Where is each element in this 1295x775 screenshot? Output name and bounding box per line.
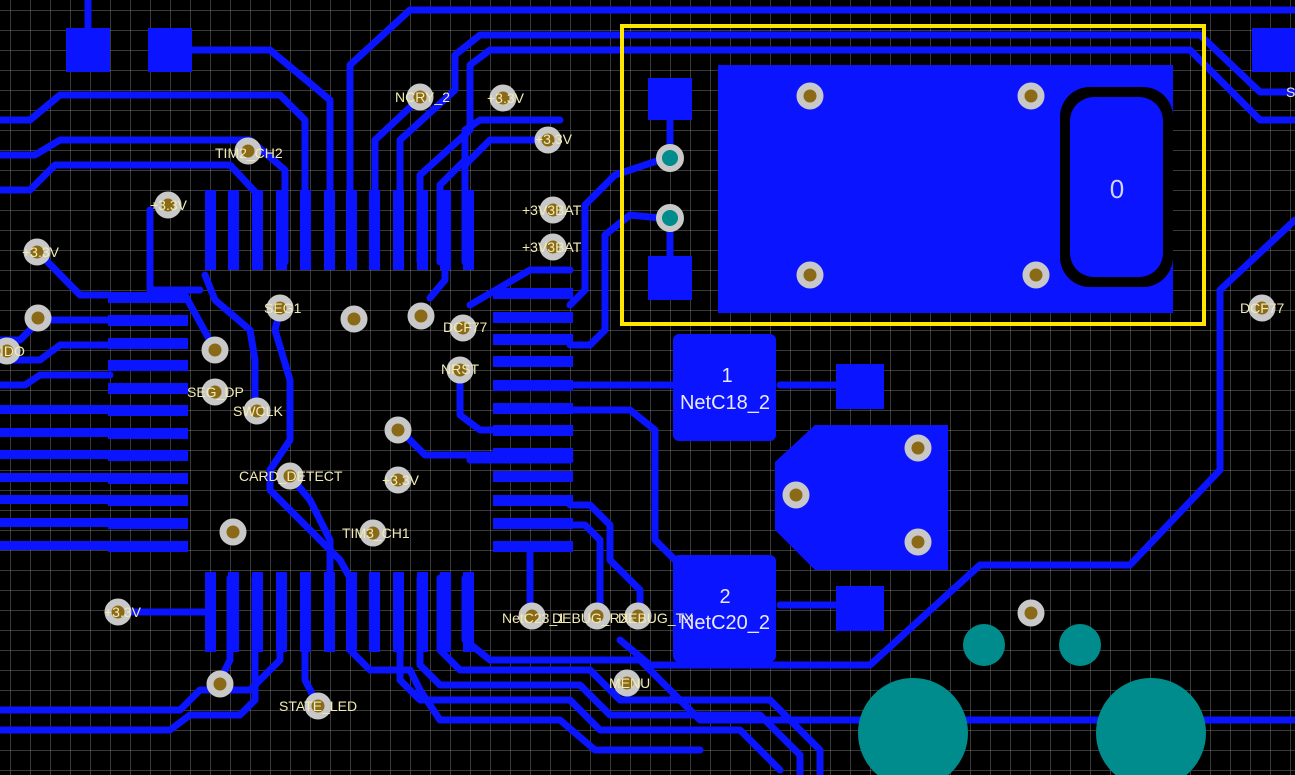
net-label: DEBUG_RX xyxy=(552,610,630,626)
net-labels: NCRY_2 +3.3V +3.3V TIM2_CH2 +3.3V +3V3BA… xyxy=(0,84,1295,714)
net-label: STATE_LED xyxy=(279,698,357,714)
net-label: MENU xyxy=(609,675,650,691)
net-label: TIM3_CH1 xyxy=(342,525,410,541)
net-label: +3.3V xyxy=(150,197,188,213)
designator-label: 1 xyxy=(721,365,732,387)
designator-label: 2 xyxy=(719,586,730,608)
net-label: +3V3BAT xyxy=(522,202,582,218)
net-label: +3.3V xyxy=(22,244,60,260)
net-label: +3.3V xyxy=(535,131,573,147)
header-pads xyxy=(66,28,1295,72)
net-label: S xyxy=(1286,84,1295,100)
capacitor-c20[interactable]: 2 NetC20_2 xyxy=(673,555,884,662)
net-label: SEG1 xyxy=(264,300,302,316)
net-label: DEBUG_TX xyxy=(618,610,694,626)
net-label: +3.3V xyxy=(104,604,142,620)
net-label: +3.3V xyxy=(487,90,525,106)
net-label: SEG_DP xyxy=(187,384,244,400)
net-label: NetC18_2 xyxy=(680,392,770,414)
plated-holes xyxy=(656,144,1206,775)
left-edge-traces xyxy=(0,405,110,550)
net-label: IDO xyxy=(0,343,25,359)
qfp-pads xyxy=(108,190,573,652)
crystal-label: 0 xyxy=(1110,174,1124,204)
oscillator-pad xyxy=(775,425,948,570)
net-label: NCRY_2 xyxy=(395,89,450,105)
capacitor-c18[interactable]: 1 NetC18_2 xyxy=(673,334,884,441)
net-label: NetC20_2 xyxy=(680,612,770,634)
net-label: +3V3BAT xyxy=(522,239,582,255)
net-label: DCF77 xyxy=(1240,300,1285,316)
net-label: SWCLK xyxy=(233,403,283,419)
net-label: NetC23_1 xyxy=(502,610,565,626)
net-label: NRST xyxy=(441,361,480,377)
net-label: +3.3V xyxy=(382,472,420,488)
net-label: CARD_DETECT xyxy=(239,468,343,484)
vias xyxy=(0,82,1276,720)
net-label: DCF77 xyxy=(443,319,488,335)
net-label: TIM2_CH2 xyxy=(215,145,283,161)
selection-box xyxy=(620,24,1206,326)
crystal-footprint[interactable]: 0 xyxy=(620,24,1206,326)
